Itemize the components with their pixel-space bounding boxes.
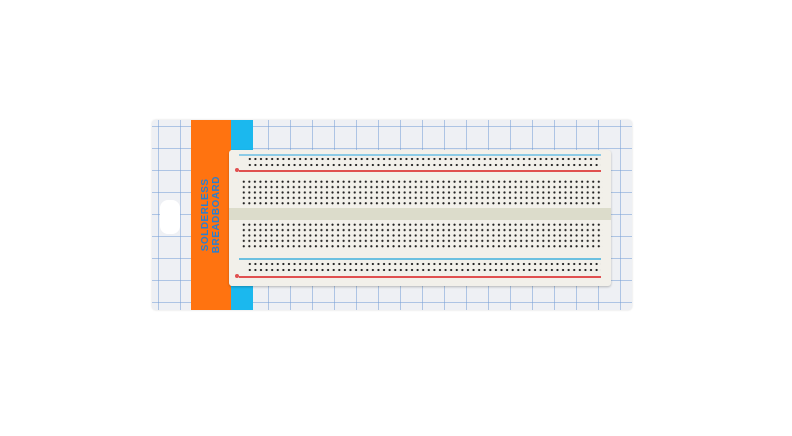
bottom-plus-marker (235, 274, 239, 278)
brand-label: SOLDERLESS BREADBOARD (191, 120, 231, 310)
cyan-accent-bottom (231, 286, 253, 310)
center-channel (229, 208, 611, 220)
upper-terminal-strip (241, 179, 603, 206)
top-blue-rail-line (239, 154, 601, 156)
lower-terminal-strip (241, 222, 603, 249)
breadboard (229, 150, 611, 286)
top-power-rail-holes (247, 156, 601, 168)
brand-line-1: SOLDERLESS (200, 178, 211, 252)
top-plus-marker (235, 168, 239, 172)
orange-label-stripe (191, 120, 231, 310)
bottom-blue-rail-line (239, 258, 601, 260)
brand-text: SOLDERLESS BREADBOARD (200, 176, 222, 253)
bottom-red-rail-line (239, 276, 601, 278)
cyan-accent-top (231, 120, 253, 150)
top-red-rail-line (239, 170, 601, 172)
bottom-power-rail-holes (247, 261, 601, 273)
brand-line-2: BREADBOARD (211, 176, 222, 254)
hang-hole (160, 200, 180, 234)
